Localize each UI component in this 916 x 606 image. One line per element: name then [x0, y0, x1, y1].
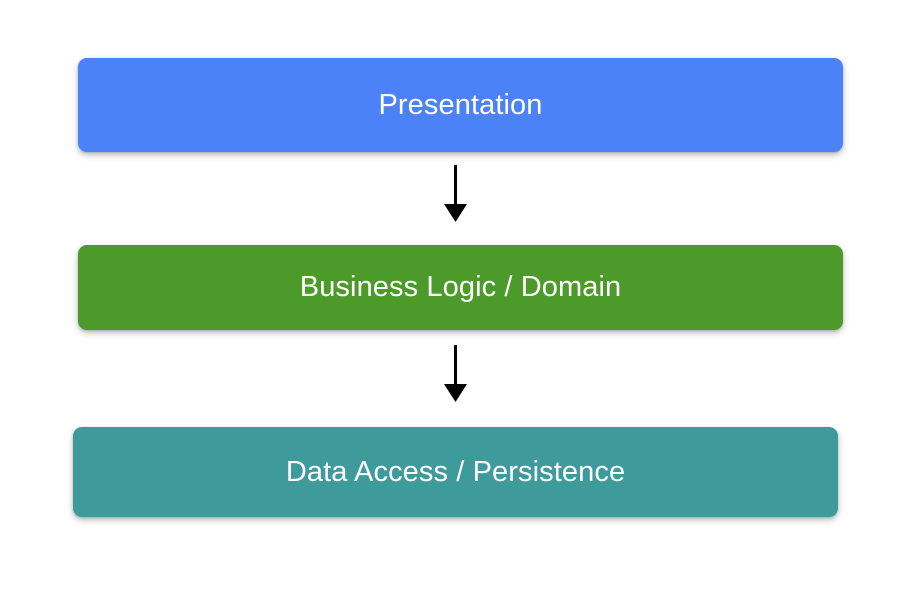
diagram-node-data-access[interactable]: Data Access / Persistence [73, 427, 838, 517]
diagram-node-presentation-label: Presentation [378, 88, 543, 121]
arrowhead-1 [444, 204, 467, 222]
diagram-node-business-logic-label: Business Logic / Domain [299, 271, 622, 303]
diagram-node-presentation[interactable]: Presentation [78, 58, 843, 152]
diagram-node-business-logic[interactable]: Business Logic / Domain [78, 245, 843, 330]
arrow-presentation-to-business-logic [444, 165, 467, 222]
arrowhead-2 [444, 384, 467, 402]
arrow-business-logic-to-data-access [444, 345, 467, 402]
diagram-node-data-access-label: Data Access / Persistence [285, 455, 626, 488]
